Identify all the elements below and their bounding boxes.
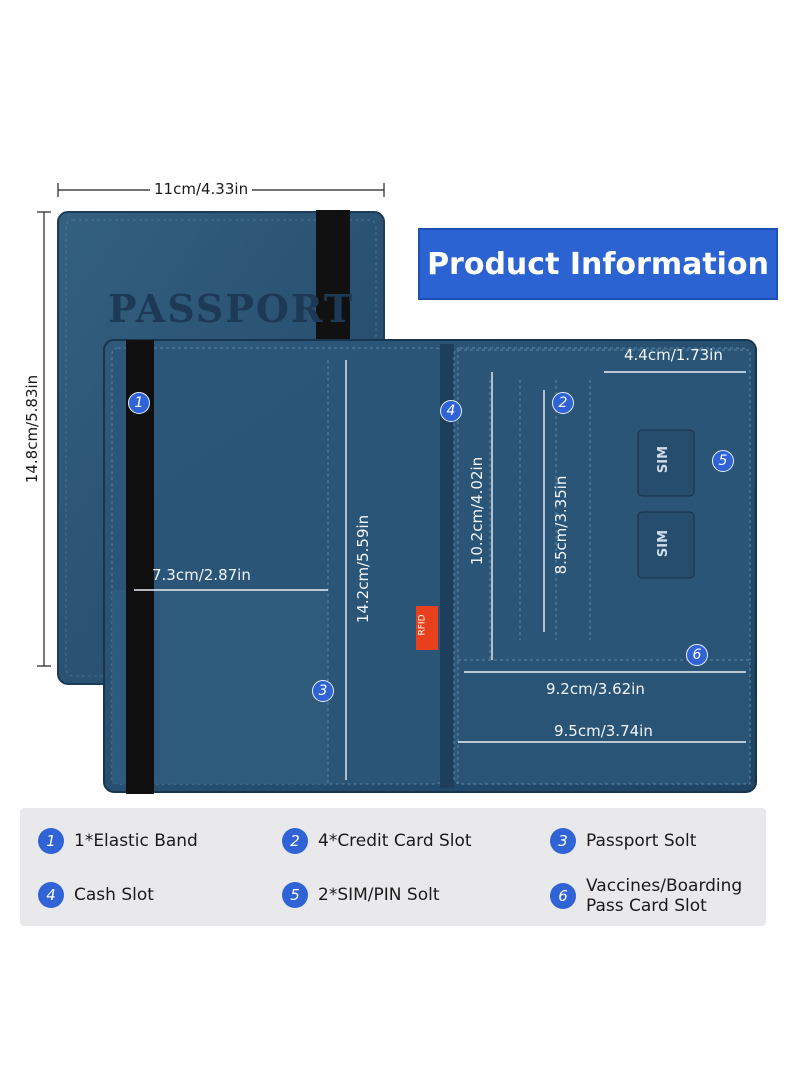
legend-item-4: 4 Cash Slot: [38, 882, 154, 908]
inner-elastic: [126, 340, 154, 794]
legend-label-4: Cash Slot: [74, 885, 154, 905]
legend-panel: [20, 808, 766, 926]
legend-badge-6: 6: [550, 883, 576, 909]
left-panel-width-label: 7.3cm/2.87in: [152, 566, 251, 584]
cover-width-label: 11cm/4.33in: [150, 180, 253, 198]
left-panel-height-label: 14.2cm/5.59in: [354, 514, 372, 624]
legend-label-2: 4*Credit Card Slot: [318, 831, 472, 851]
rfid-label: RFID: [417, 614, 428, 636]
passport-emboss: PASSPORT: [108, 286, 355, 331]
card-slot-height-label: 8.5cm/3.35in: [552, 475, 570, 575]
legend-item-6: 6 Vaccines/Boarding Pass Card Slot: [550, 876, 756, 916]
legend-item-5: 5 2*SIM/PIN Solt: [282, 882, 439, 908]
inner-dimension-lines: [134, 360, 746, 780]
cover-height-label: 14.8cm/5.83in: [23, 359, 41, 499]
legend-label-3: Passport Solt: [586, 831, 697, 851]
legend-badge-3: 3: [550, 828, 576, 854]
product-info-title: Product Information: [418, 228, 778, 300]
legend-item-2: 2 4*Credit Card Slot: [282, 828, 472, 854]
marker-6: 6: [686, 644, 708, 666]
marker-4: 4: [440, 400, 462, 422]
marker-1: 1: [128, 392, 150, 414]
legend-label-5: 2*SIM/PIN Solt: [318, 885, 440, 905]
legend-badge-5: 5: [282, 882, 308, 908]
card-area-height-label: 10.2cm/4.02in: [468, 456, 486, 566]
sim-slot-top: [637, 429, 695, 497]
sim-label-top: SIM: [656, 445, 672, 474]
legend-badge-2: 2: [282, 828, 308, 854]
legend-item-3: 3 Passport Solt: [550, 828, 696, 854]
top-slot-width-label: 4.4cm/1.73in: [624, 346, 723, 364]
legend-badge-4: 4: [38, 882, 64, 908]
marker-3: 3: [312, 680, 334, 702]
legend-badge-1: 1: [38, 828, 64, 854]
marker-2: 2: [552, 392, 574, 414]
sim-slot-bottom: [637, 511, 695, 579]
right-panel-width-label: 9.5cm/3.74in: [554, 722, 653, 740]
legend-label-1: 1*Elastic Band: [74, 831, 198, 851]
legend-label-6: Vaccines/Boarding Pass Card Slot: [586, 876, 743, 916]
legend-item-1: 1 1*Elastic Band: [38, 828, 198, 854]
rfid-tag: [416, 606, 438, 650]
marker-5: 5: [712, 450, 734, 472]
sim-label-bottom: SIM: [656, 529, 672, 558]
pass-slot-width-label: 9.2cm/3.62in: [546, 680, 645, 698]
